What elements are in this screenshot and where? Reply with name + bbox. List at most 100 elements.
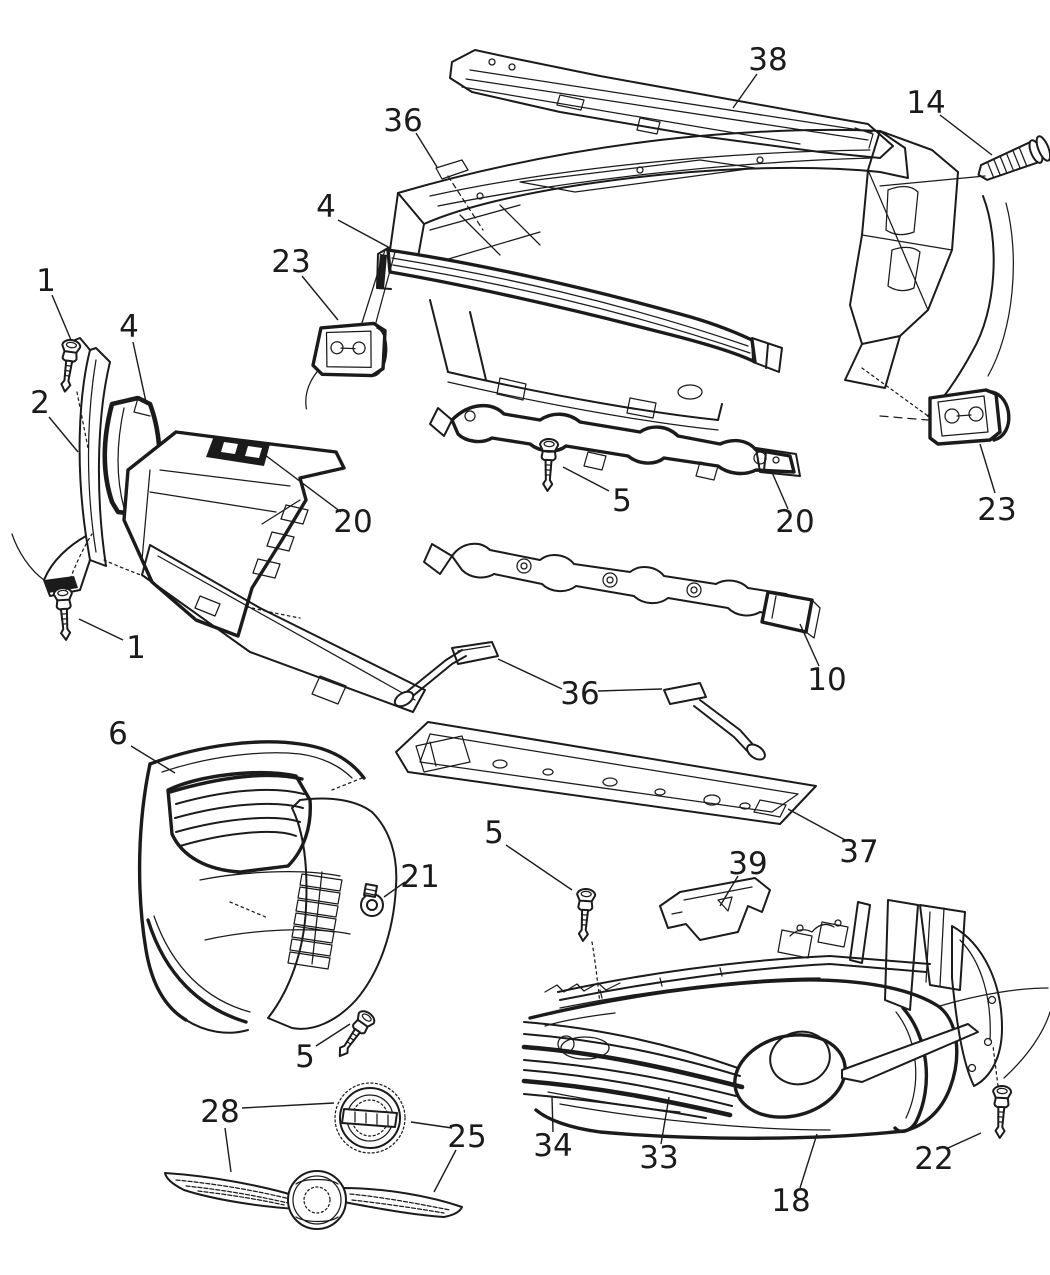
callout-leader-line bbox=[505, 844, 573, 891]
callout-36[interactable]: 36 bbox=[383, 103, 438, 168]
callout-20[interactable]: 20 bbox=[770, 469, 815, 540]
callout-number[interactable]: 20 bbox=[333, 504, 372, 540]
air-deflector-shield-39 bbox=[659, 877, 771, 941]
medallion bbox=[334, 1082, 406, 1154]
callout-number[interactable]: 36 bbox=[560, 676, 599, 712]
callout-number[interactable]: 2 bbox=[30, 385, 50, 421]
callout-leader-line bbox=[939, 114, 993, 156]
chrysler-wing-emblem bbox=[164, 1170, 463, 1230]
callout-number[interactable]: 1 bbox=[126, 630, 146, 666]
callout-leader-line bbox=[410, 1121, 453, 1129]
callout-1[interactable]: 1 bbox=[36, 263, 72, 341]
push-pin-5-mid bbox=[537, 437, 560, 493]
pin-1-top-axis bbox=[76, 391, 89, 449]
callout-number[interactable]: 21 bbox=[400, 859, 439, 895]
callout-number[interactable]: 4 bbox=[119, 309, 139, 345]
pin-5-install-line bbox=[591, 941, 601, 1005]
callout-leader-line bbox=[433, 1149, 457, 1193]
support-braces bbox=[393, 641, 766, 761]
push-pin-1-top bbox=[54, 337, 83, 394]
callout-18[interactable]: 18 bbox=[771, 1133, 818, 1219]
callout-23[interactable]: 23 bbox=[271, 244, 339, 321]
callout-14[interactable]: 14 bbox=[906, 85, 993, 156]
callout-number[interactable]: 22 bbox=[914, 1141, 953, 1177]
callout-number[interactable]: 39 bbox=[728, 846, 767, 882]
callout-2[interactable]: 2 bbox=[30, 385, 79, 453]
callout-5[interactable]: 5 bbox=[562, 466, 632, 519]
callout-leader-line bbox=[562, 466, 610, 492]
isolator-right bbox=[928, 388, 1011, 446]
callout-28[interactable]: 28 bbox=[200, 1094, 335, 1173]
callout-37[interactable]: 37 bbox=[787, 808, 879, 870]
callout-leader-line bbox=[301, 275, 339, 321]
callout-4[interactable]: 4 bbox=[119, 309, 147, 403]
callout-number[interactable]: 25 bbox=[447, 1119, 486, 1155]
callout-25[interactable]: 25 bbox=[410, 1119, 487, 1193]
callout-number[interactable]: 5 bbox=[295, 1039, 315, 1075]
upper-crossmember bbox=[429, 403, 801, 481]
callout-34[interactable]: 34 bbox=[533, 1096, 573, 1164]
callout-21[interactable]: 21 bbox=[383, 859, 440, 898]
callout-leader-line bbox=[660, 1096, 670, 1145]
callout-4[interactable]: 4 bbox=[316, 189, 391, 249]
callout-leader-line bbox=[337, 219, 391, 249]
push-pin-1-bottom bbox=[52, 586, 77, 642]
callout-number[interactable]: 10 bbox=[807, 662, 846, 698]
callout-number[interactable]: 33 bbox=[639, 1140, 678, 1176]
callout-23[interactable]: 23 bbox=[977, 443, 1017, 528]
callout-number[interactable]: 23 bbox=[271, 244, 310, 280]
callout-1[interactable]: 1 bbox=[78, 618, 146, 666]
isolator-right-centerline bbox=[879, 415, 929, 421]
callout-leader-line bbox=[78, 618, 124, 641]
callout-5[interactable]: 5 bbox=[295, 1023, 351, 1075]
callout-number[interactable]: 23 bbox=[977, 492, 1016, 528]
callout-number[interactable]: 36 bbox=[383, 103, 422, 139]
callout-10[interactable]: 10 bbox=[799, 623, 847, 698]
callout-20[interactable]: 20 bbox=[260, 451, 373, 540]
callout-number[interactable]: 5 bbox=[484, 815, 504, 851]
callout-33[interactable]: 33 bbox=[639, 1096, 679, 1176]
callout-5[interactable]: 5 bbox=[484, 815, 573, 891]
callout-number[interactable]: 34 bbox=[533, 1128, 572, 1164]
radiator-support-frame bbox=[389, 128, 1014, 417]
front-fascia bbox=[521, 877, 1050, 1140]
callout-number[interactable]: 14 bbox=[906, 85, 945, 121]
lower-support-bar bbox=[423, 542, 821, 639]
callout-leader-line bbox=[770, 469, 789, 510]
callout-leader-line bbox=[551, 1096, 554, 1133]
callout-36[interactable]: 36 bbox=[497, 658, 663, 712]
rear-fascia-view bbox=[137, 740, 398, 1034]
callout-leader-line bbox=[224, 1127, 232, 1173]
callout-leader-line bbox=[383, 881, 406, 898]
callout-leader-line bbox=[241, 1102, 335, 1109]
callout-leader-line bbox=[799, 1133, 818, 1189]
push-pin-22 bbox=[989, 1084, 1013, 1140]
callout-number[interactable]: 38 bbox=[748, 42, 787, 78]
callout-38[interactable]: 38 bbox=[732, 42, 788, 109]
callout-number[interactable]: 20 bbox=[775, 504, 814, 540]
callout-number[interactable]: 4 bbox=[316, 189, 336, 225]
callout-leader-line bbox=[415, 132, 438, 168]
fastener-pin-14 bbox=[977, 135, 1050, 181]
callout-39[interactable]: 39 bbox=[719, 846, 768, 907]
pin-14-install-line bbox=[879, 175, 986, 187]
callout-leader-line bbox=[51, 294, 72, 341]
callout-number[interactable]: 37 bbox=[839, 834, 878, 870]
callout-leader-line bbox=[732, 73, 758, 109]
callout-22[interactable]: 22 bbox=[914, 1132, 982, 1177]
callout-6[interactable]: 6 bbox=[108, 716, 176, 774]
hood-latch-panel bbox=[449, 49, 894, 159]
callout-number[interactable]: 28 bbox=[200, 1094, 239, 1130]
callout-number[interactable]: 6 bbox=[108, 716, 128, 752]
pin-22-install-line bbox=[992, 1045, 999, 1087]
callout-leader-line bbox=[497, 658, 563, 690]
callout-number[interactable]: 5 bbox=[612, 483, 632, 519]
callout-number[interactable]: 18 bbox=[771, 1183, 810, 1219]
bolt-21 bbox=[360, 883, 384, 917]
callout-leader-line bbox=[719, 875, 739, 907]
callout-leader-line bbox=[260, 451, 342, 513]
bumper-beam bbox=[376, 247, 783, 431]
callout-leader-line bbox=[315, 1023, 351, 1047]
callout-number[interactable]: 1 bbox=[36, 263, 56, 299]
